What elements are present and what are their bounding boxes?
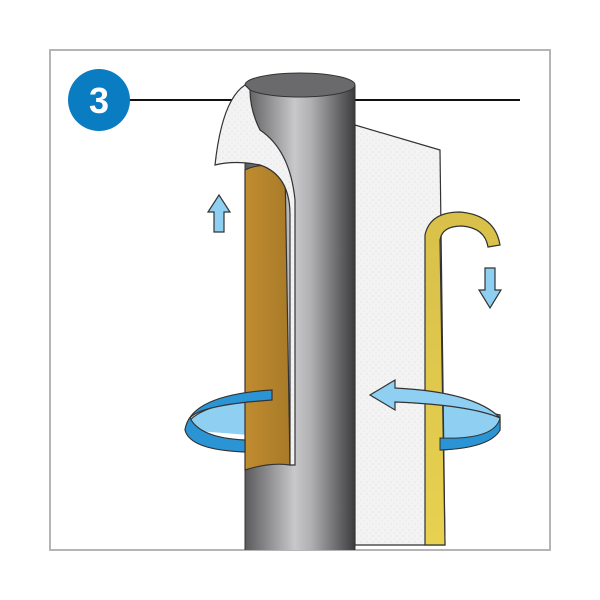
yellow-strip bbox=[424, 211, 501, 546]
step-number: 3 bbox=[89, 80, 109, 121]
rotation-arrow-front bbox=[184, 389, 273, 453]
arrow-down-icon bbox=[477, 267, 503, 310]
step-badge: 3 bbox=[68, 69, 130, 131]
foam-sheet-curl bbox=[214, 84, 296, 466]
brown-strip bbox=[244, 164, 291, 471]
pipe-top bbox=[244, 72, 356, 98]
arrow-up-icon bbox=[206, 193, 232, 233]
